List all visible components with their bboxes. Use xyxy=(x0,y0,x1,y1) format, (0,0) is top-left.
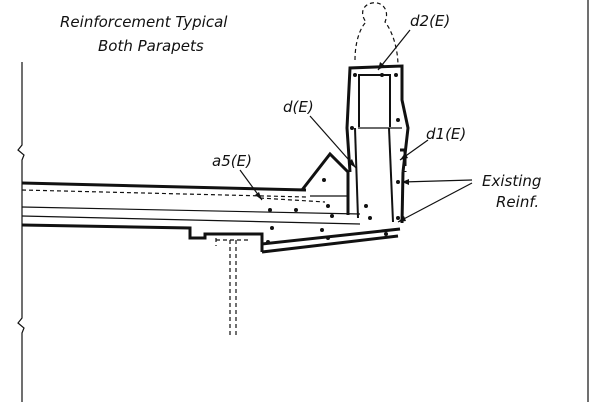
slab-rebar-top xyxy=(21,206,361,215)
rebar-dot xyxy=(326,204,330,208)
parapet-hoop-bar xyxy=(345,64,410,173)
arrowhead-a5 xyxy=(255,192,262,200)
parapet-face-left xyxy=(354,127,359,219)
slab-existing-top xyxy=(21,189,307,198)
rebar-dot xyxy=(394,73,398,77)
arrowhead-d xyxy=(348,159,356,168)
leader-d xyxy=(309,115,357,169)
existing-girder xyxy=(215,238,250,338)
rebar-dot xyxy=(380,73,384,77)
rebar-dot xyxy=(326,236,330,240)
note-line-2: Both Parapets xyxy=(98,37,204,55)
arrowhead-d1 xyxy=(400,153,408,160)
overhang-soffit xyxy=(261,234,399,254)
leader-existing-1 xyxy=(401,179,473,183)
rebar-dot xyxy=(270,226,274,230)
arrowhead-existing-2 xyxy=(398,216,406,222)
deck-slab xyxy=(21,181,401,254)
removed-parapet-top xyxy=(354,2,399,67)
rebar-dot xyxy=(268,208,272,212)
leader-existing-2 xyxy=(397,182,473,223)
existing-parapet-bar xyxy=(400,148,407,172)
slab-bottom-edge xyxy=(21,223,401,246)
curb-bar xyxy=(300,151,350,215)
label-d1: d1(E) xyxy=(426,125,466,143)
label-existing-1: Existing xyxy=(482,172,541,190)
label-existing-2: Reinf. xyxy=(496,193,539,211)
parapet xyxy=(300,2,410,224)
leader-d2 xyxy=(377,29,411,71)
rebar-dot xyxy=(368,216,372,220)
rebar-dots xyxy=(266,73,400,244)
rebar-dot xyxy=(350,126,354,130)
left-break-line xyxy=(17,62,25,402)
rebar-dot xyxy=(364,204,368,208)
rebar-dot xyxy=(396,118,400,122)
existing-slab-dash xyxy=(259,197,326,203)
note-line-1: Reinforcement Typical xyxy=(60,13,228,31)
parapet-face-right xyxy=(388,127,394,223)
parapet-inner-bar xyxy=(358,74,391,127)
rebar-dot xyxy=(384,232,388,236)
parapet-back-face xyxy=(400,171,405,224)
rebar-dot xyxy=(320,228,324,232)
rebar-dot xyxy=(353,73,357,77)
label-d2: d2(E) xyxy=(410,12,450,30)
rebar-dot xyxy=(322,178,326,182)
rebar-dot xyxy=(396,216,400,220)
slab-rebar-bottom xyxy=(21,215,361,225)
leader-lines xyxy=(239,29,473,223)
slab-top-edge xyxy=(21,181,307,192)
rebar-dot xyxy=(266,240,270,244)
rebar-dot xyxy=(294,208,298,212)
arrowhead-d2 xyxy=(378,62,385,70)
rebar-dot xyxy=(396,180,400,184)
label-a5: a5(E) xyxy=(212,152,252,170)
rebar-dot xyxy=(330,214,334,218)
arrowhead-existing-1 xyxy=(402,179,409,185)
label-d: d(E) xyxy=(283,98,314,116)
